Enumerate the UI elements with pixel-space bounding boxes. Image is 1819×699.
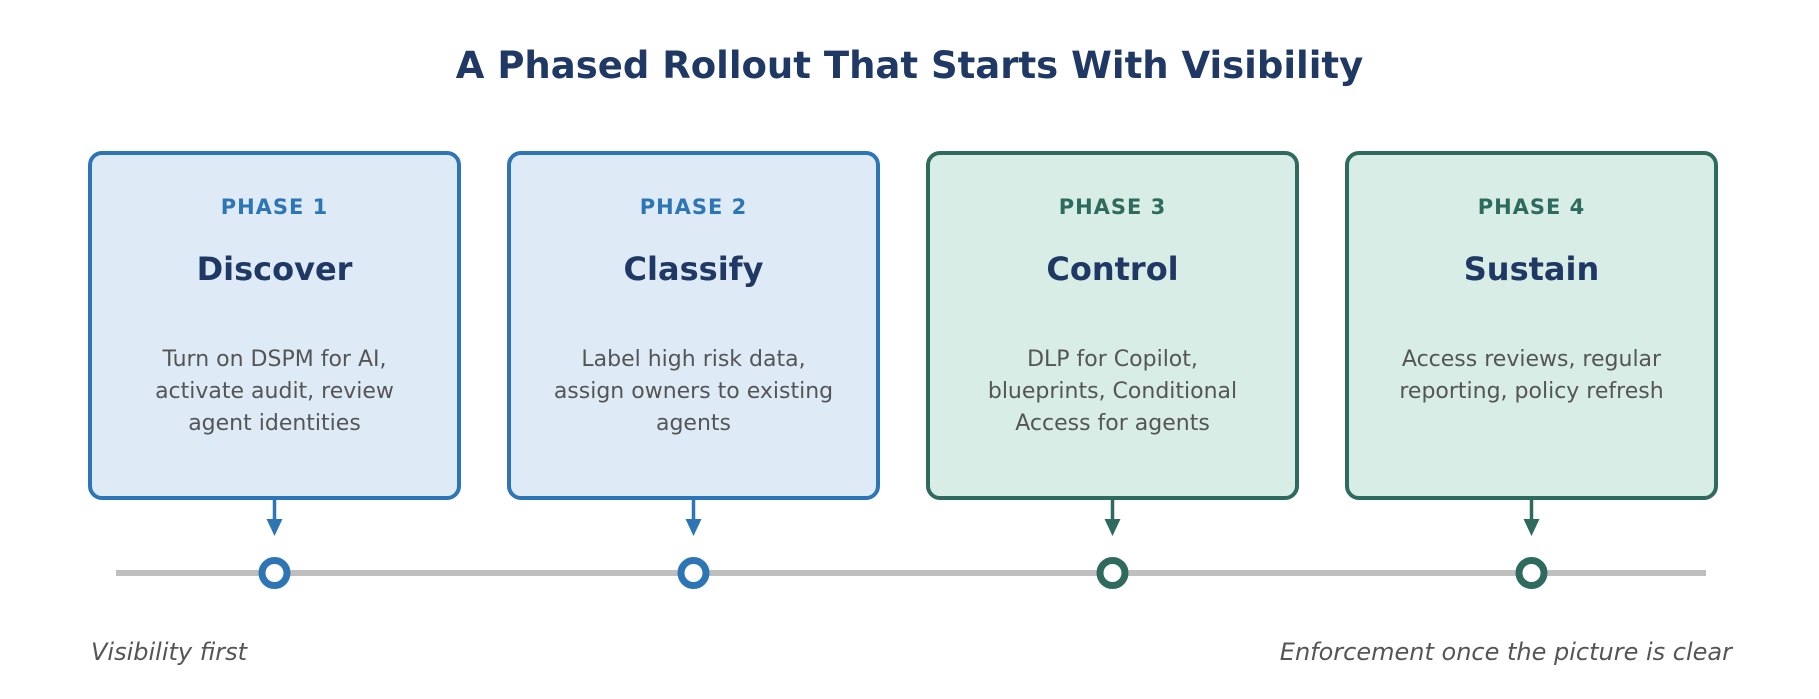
phase-label: PHASE 4 xyxy=(1477,195,1586,219)
caption-enforcement: Enforcement once the picture is clear xyxy=(1279,638,1732,666)
arrow-down-icon xyxy=(1523,519,1540,536)
phase-description: DLP for Copilot, blueprints, Conditional… xyxy=(987,347,1238,436)
phase-description: Label high risk data, assign owners to e… xyxy=(553,347,834,436)
phase-card-sustain: PHASE 4 Sustain Access reviews, regular … xyxy=(1345,151,1718,500)
phase-name: Discover xyxy=(196,250,353,288)
arrow-down-icon xyxy=(685,519,702,536)
phase-name: Sustain xyxy=(1463,250,1600,288)
page-title: A Phased Rollout That Starts With Visibi… xyxy=(455,44,1364,87)
timeline-marker xyxy=(677,557,710,589)
arrow-down-icon xyxy=(1104,519,1121,536)
phase-card-control: PHASE 3 Control DLP for Copilot, bluepri… xyxy=(926,151,1299,500)
arrow-down-icon xyxy=(266,519,283,536)
timeline-marker xyxy=(258,557,291,589)
phase-card-classify: PHASE 2 Classify Label high risk data, a… xyxy=(507,151,880,500)
phase-label: PHASE 1 xyxy=(220,195,329,219)
phase-description: Access reviews, regular reporting, polic… xyxy=(1399,347,1664,404)
timeline-marker xyxy=(1096,557,1129,589)
phase-label: PHASE 2 xyxy=(639,195,748,219)
timeline-marker xyxy=(1515,557,1548,589)
phase-name: Classify xyxy=(623,250,764,288)
phase-label: PHASE 3 xyxy=(1058,195,1167,219)
phase-description: Turn on DSPM for AI, activate audit, rev… xyxy=(155,347,394,436)
caption-visibility-first: Visibility first xyxy=(91,638,248,666)
phase-card-discover: PHASE 1 Discover Turn on DSPM for AI, ac… xyxy=(88,151,461,500)
phase-name: Control xyxy=(1046,250,1179,288)
